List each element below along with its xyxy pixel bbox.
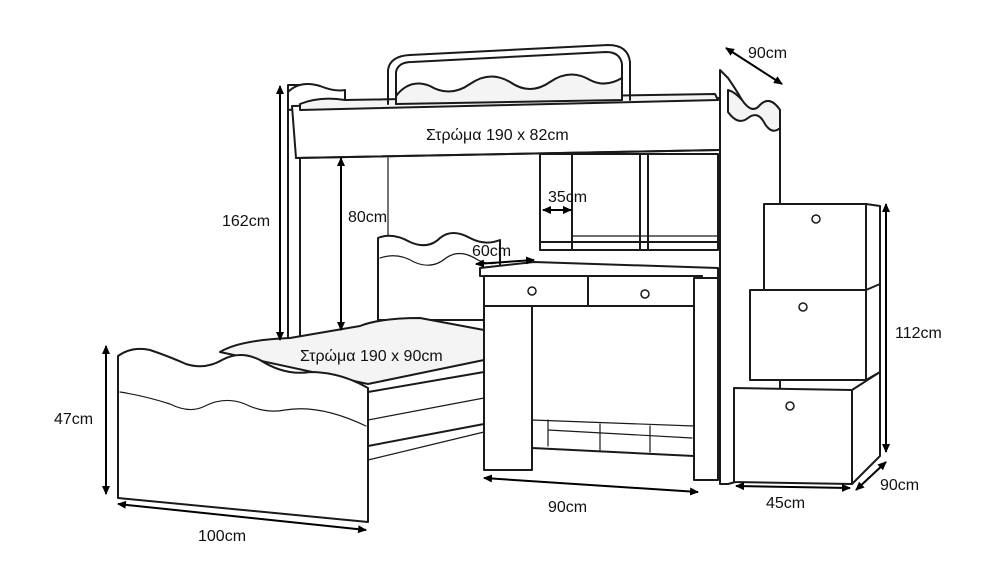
label-desk-width: 90cm: [548, 499, 587, 516]
label-height-total: 162cm: [222, 213, 270, 230]
label-stairs-depth: 90cm: [880, 477, 919, 494]
label-height-under-bunk: 80cm: [348, 209, 387, 226]
footboard: [117, 347, 369, 523]
dim-line-60: [475, 256, 535, 268]
guard-rail: [387, 44, 631, 105]
label-mattress-top: Στρώμα 190 x 82cm: [426, 127, 569, 144]
desk: [479, 261, 719, 481]
drawer-knob-right: [640, 289, 650, 299]
shelf-frame: [539, 153, 719, 251]
stair-chest: [733, 203, 881, 485]
lower-mattress: [219, 317, 485, 385]
lower-bed: [117, 232, 501, 523]
desk-drawer-band: [483, 275, 703, 307]
desk-right-leg: [693, 277, 719, 481]
label-bed-height: 47cm: [54, 411, 93, 428]
stair-knob-bottom: [785, 401, 795, 411]
label-stairs-height: 112cm: [895, 325, 942, 342]
dimension-lines: [102, 47, 890, 534]
desk-left-leg: [483, 305, 533, 471]
label-stairs-step-width: 45cm: [766, 495, 805, 512]
label-desk-depth: 60cm: [472, 243, 511, 260]
stair-box-top: [763, 203, 881, 291]
dim-line-stairs-90: [855, 461, 887, 491]
label-mattress-bottom: Στρώμα 190 x 90cm: [300, 348, 443, 365]
dim-line-desk-90: [483, 474, 699, 496]
dim-line-100: [117, 500, 367, 534]
stair-knob-top: [811, 214, 821, 224]
stair-box-middle: [749, 283, 881, 381]
stair-knob-middle: [798, 302, 808, 312]
guard-rail-wave: [395, 73, 623, 105]
shelving-unit: [539, 153, 719, 251]
labels: Στρώμα 190 x 82cm Στρώμα 190 x 90cm 162c…: [54, 45, 942, 545]
lower-headboard: [377, 232, 501, 321]
drawer-knob-left: [527, 286, 537, 296]
label-bed-width: 100cm: [198, 528, 246, 545]
stair-box-bottom: [733, 371, 881, 485]
label-shelf-depth: 35cm: [548, 189, 587, 206]
label-top-depth: 90cm: [748, 45, 787, 62]
loft-bed-frame: [287, 44, 721, 346]
dim-line-top-90: [725, 47, 783, 85]
dim-line-45: [735, 482, 851, 492]
